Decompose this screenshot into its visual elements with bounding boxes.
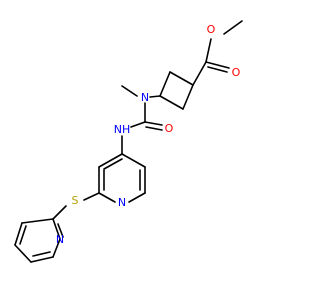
bond [83,192,100,201]
bond [30,256,54,263]
bond [144,121,163,126]
bond [32,251,51,257]
atom-labels: O O N O NH N S N [56,23,241,246]
nitrogen-atom-label: N [141,91,149,104]
bond [121,85,138,97]
nitrogen-atom-label: N [118,196,126,209]
bond [21,218,54,224]
bond [205,61,230,69]
bond [205,38,212,63]
bond [121,153,146,168]
bond [159,95,184,110]
oxygen-atom-label: O [165,122,174,135]
bond [128,192,146,203]
bond [149,95,161,98]
molecule-drawing: O O N O NH N S N [14,20,243,263]
bond [14,244,32,263]
bond [103,158,123,170]
bond [98,192,116,203]
bond [145,126,163,131]
bond [223,20,243,35]
oxygen-atom-label: O [232,66,241,79]
bond [192,61,207,86]
nitrogen-atom-label: N [56,233,64,246]
bond [19,225,27,245]
bond [182,84,194,110]
bond [207,66,228,73]
bonds [14,20,243,263]
bond [52,218,61,240]
bond [169,71,194,86]
bond [130,121,146,128]
bond [52,238,61,258]
nitrogen-atom-label: NH [114,123,131,136]
bond [159,71,171,97]
bond [98,153,123,168]
bond [57,223,64,238]
bond [14,222,23,246]
bond [52,205,67,220]
sulfur-atom-label: S [72,194,79,207]
oxygen-atom-label: O [207,23,216,36]
